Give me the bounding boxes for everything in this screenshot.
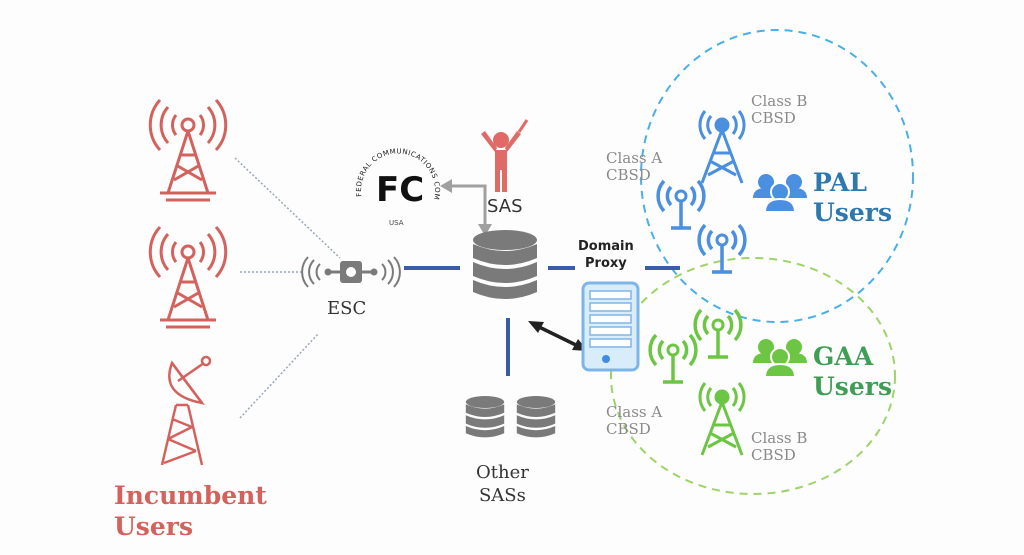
link-incumbent-3-esc (239, 333, 319, 419)
pal-class-a-label: Class A CBSD (606, 150, 662, 183)
gaa-class-a-cbsd-icon (648, 333, 698, 384)
other-sas-databases-icon (465, 396, 556, 438)
other-sas-label-line1: Other (476, 462, 529, 483)
domain-proxy-label: Domain Proxy (578, 239, 634, 273)
other-sas-label: Other SASs (476, 462, 529, 507)
incumbent-users-label: Incumbent Users (114, 480, 267, 543)
gaa-class-b-line1: Class B (751, 429, 808, 447)
pal-users-label: PAL Users (813, 168, 892, 228)
gaa-class-b-cbsd-icon (698, 381, 746, 457)
gaa-coverage-circle (610, 257, 896, 495)
double-arrow-sas-proxy (528, 321, 588, 351)
sas-operator-icon (481, 119, 529, 192)
link-incumbent-1-esc (234, 157, 341, 259)
gaa-class-b-label: Class B CBSD (751, 430, 807, 463)
pal-class-b-label: Class B CBSD (751, 93, 807, 126)
gaa-class-a-label: Class A CBSD (606, 404, 662, 437)
domain-proxy-server-icon (581, 281, 640, 372)
pal-class-a-line2: CBSD (606, 165, 651, 184)
gaa-class-b-line2: CBSD (751, 445, 796, 464)
gaa-users-line2: Users (813, 372, 893, 401)
gaa-users-label: GAA Users (813, 342, 892, 402)
esc-label: ESC (327, 298, 367, 319)
fcc-logo-text: FC (376, 170, 424, 210)
gaa-users-line1: GAA (813, 342, 874, 371)
fcc-usa-text: USA (389, 219, 404, 227)
arrow-fcc-sas (440, 179, 492, 236)
pal-class-b-line1: Class B (751, 92, 808, 110)
pal-class-b-line2: CBSD (751, 108, 796, 127)
fcc-logo: FEDERAL COMMUNICATIONS COMMISSION FC USA (355, 147, 441, 227)
pal-users-line2: Users (813, 198, 893, 227)
pal-coverage-circle (640, 29, 914, 323)
pal-class-b-cbsd-icon (698, 109, 746, 185)
gaa-class-a-line1: Class A (606, 403, 663, 421)
incumbent-label-line2: Users (114, 512, 194, 542)
other-sas-label-line2: SASs (478, 484, 526, 506)
pal-class-a-line1: Class A (606, 149, 663, 167)
sas-database-icon (473, 230, 537, 299)
incumbent-label-line1: Incumbent (114, 481, 267, 510)
pal-users-icon (752, 173, 808, 213)
esc-sensor-icon (301, 256, 401, 288)
incumbent-tower-icon (148, 98, 228, 202)
gaa-users-icon (752, 338, 808, 378)
satellite-dish-icon (160, 355, 212, 466)
domain-proxy-label-line2: Proxy (585, 255, 627, 271)
sas-label: SAS (487, 196, 523, 217)
incumbent-tower-icon (148, 225, 228, 329)
gaa-class-a-line2: CBSD (606, 419, 651, 438)
pal-users-line1: PAL (813, 168, 867, 197)
pal-class-a-cbsd-icon (656, 179, 706, 230)
domain-proxy-label-line1: Domain (578, 239, 634, 254)
gaa-class-a-cbsd-icon (693, 308, 743, 359)
